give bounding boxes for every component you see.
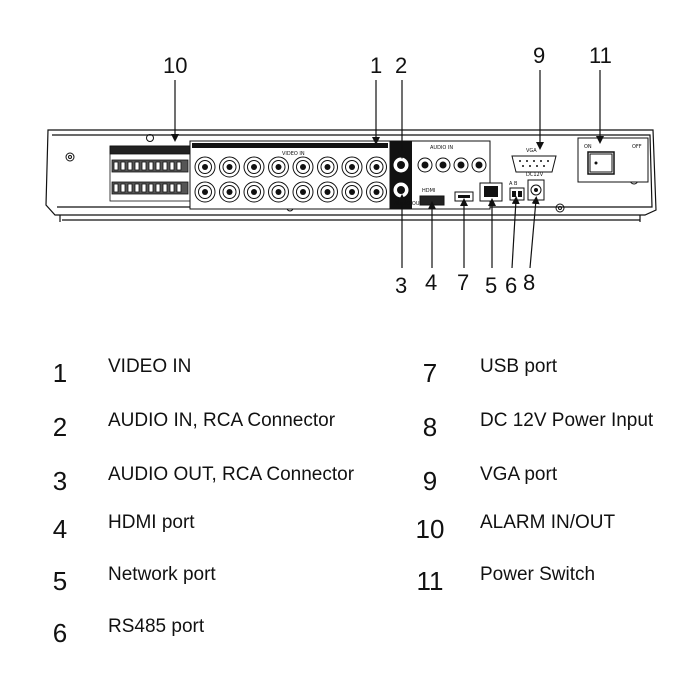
callout-10: 10 <box>163 53 187 78</box>
legend-number: 10 <box>415 514 445 544</box>
bnc-connector <box>268 156 289 178</box>
legend-label: RS485 port <box>108 616 205 637</box>
ab-panel-label: A B <box>509 181 518 187</box>
dc-input-shape: DC12V <box>526 172 545 201</box>
bnc-connector <box>341 156 363 178</box>
rca-connector <box>471 157 487 173</box>
legend-number: 5 <box>52 566 68 596</box>
bnc-connector <box>341 181 363 203</box>
callout-3: 3 <box>395 273 407 298</box>
rca-connector <box>435 157 451 173</box>
audio-out-panel-label: AUDIO OUT <box>394 201 424 207</box>
legend-label: AUDIO OUT, RCA Connector <box>108 464 355 485</box>
vga-panel-label: VGA <box>526 148 537 154</box>
vga-port-shape: VGA <box>511 148 557 173</box>
bnc-connector-grid <box>194 156 387 203</box>
rca-connector <box>453 157 469 173</box>
legend-number: 11 <box>416 566 444 596</box>
hdmi-panel-label: HDMI <box>422 188 435 194</box>
callout-9: 9 <box>533 43 545 68</box>
video-in-panel-label: VIDEO IN <box>282 151 305 157</box>
bnc-connector <box>366 181 387 203</box>
off-panel-label: OFF <box>632 144 642 150</box>
audio-block: AUDIO IN AUDIO OUT HDMI <box>389 140 503 210</box>
callout-11: 11 <box>589 43 612 68</box>
audio-in-panel-label: AUDIO IN <box>430 145 453 151</box>
bnc-connector <box>317 181 338 203</box>
legend-label: Network port <box>108 564 216 585</box>
legend-label: DC 12V Power Input <box>480 410 654 431</box>
rca-connector-row <box>417 157 487 173</box>
legend-label: AUDIO IN, RCA Connector <box>108 410 336 431</box>
legend-number: 6 <box>52 618 68 648</box>
alarm-terminal-block <box>109 145 191 202</box>
callout-5: 5 <box>485 273 497 298</box>
bnc-connector <box>243 181 265 203</box>
bnc-connector <box>194 181 216 203</box>
dvr-rear-panel-diagram: VIDEO IN AUDIO IN AUDIO OUT HDMI A B DC1 <box>45 43 657 298</box>
rs485-port-shape: A B <box>509 181 525 201</box>
bnc-connector <box>219 181 240 203</box>
bnc-connector <box>268 181 289 203</box>
legend-label: Power Switch <box>480 564 596 585</box>
callout-2: 2 <box>395 53 407 78</box>
hdmi-port-shape <box>419 195 445 206</box>
legend-number: 1 <box>52 358 68 388</box>
rca-connector <box>417 157 433 173</box>
callout-1: 1 <box>370 53 382 78</box>
legend-label: HDMI port <box>108 512 195 533</box>
bnc-connector <box>366 156 387 178</box>
legend: 1 VIDEO IN 2 AUDIO IN, RCA Connector 3 A… <box>0 340 700 680</box>
bnc-connector <box>194 156 216 178</box>
callout-numbers: 10 1 2 9 11 3 4 7 5 6 8 <box>163 43 612 298</box>
bnc-connector <box>292 181 314 203</box>
callout-4: 4 <box>425 270 437 295</box>
callout-6: 6 <box>505 273 517 298</box>
legend-label: ALARM IN/OUT <box>480 512 616 533</box>
callout-8: 8 <box>523 270 535 295</box>
callout-leaders <box>171 70 604 269</box>
bnc-connector <box>292 156 314 178</box>
legend-number: 4 <box>52 514 68 544</box>
video-in-bnc-block: VIDEO IN <box>189 140 391 210</box>
bnc-connector <box>243 156 265 178</box>
legend-label: USB port <box>480 356 558 377</box>
legend-number: 8 <box>422 412 438 442</box>
legend-number: 2 <box>52 412 68 442</box>
legend-number: 3 <box>52 466 68 496</box>
legend-label: VGA port <box>480 464 558 485</box>
bnc-connector <box>219 156 240 178</box>
power-switch-shape: ON OFF <box>577 137 649 183</box>
legend-label: VIDEO IN <box>108 356 192 377</box>
callout-7: 7 <box>457 270 469 295</box>
legend-number: 7 <box>422 358 438 388</box>
bnc-connector <box>317 156 338 178</box>
dc-panel-label: DC12V <box>526 172 544 178</box>
on-panel-label: ON <box>584 144 592 150</box>
legend-number: 9 <box>422 466 438 496</box>
